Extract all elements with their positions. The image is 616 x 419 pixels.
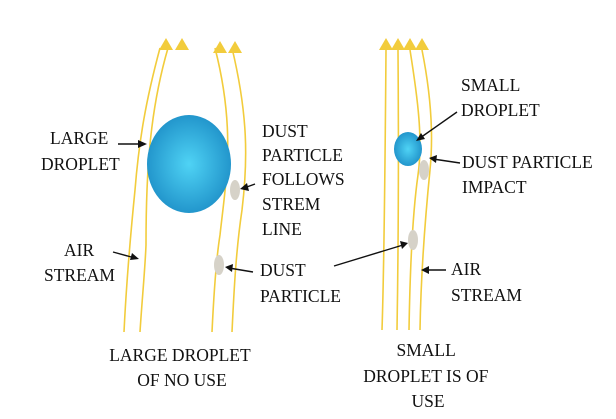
dust-particle-follow: [230, 180, 240, 200]
left-streamlines: [123, 47, 247, 333]
right-arrowheads: [379, 38, 429, 50]
small-droplet-label: SMALL DROPLET: [461, 75, 540, 120]
right-streamline-1: [381, 49, 387, 331]
dust-particle-pointer-head: [225, 264, 233, 272]
right-streamline-2: [396, 49, 400, 331]
right-arrowhead-4: [415, 38, 429, 50]
small-droplet: [394, 132, 422, 166]
right-arrowhead-3: [403, 38, 417, 50]
left-streamline-3: [211, 47, 229, 333]
large-droplet: [147, 115, 231, 213]
right-streamline-4: [419, 49, 433, 331]
dust-impact-label: DUST PARTICLE IMPACT: [462, 152, 597, 197]
dust-particle-cross-pointer-head: [400, 241, 408, 249]
dust-follows-label: DUST PARTICLE FOLLOWS STREM LINE: [262, 121, 349, 239]
dust-particle-left-label: DUST PARTICLE: [260, 260, 341, 306]
large-droplet-pointer-head: [138, 140, 147, 148]
small-droplet-pointer: [419, 111, 458, 139]
right-label-arrowheads: [400, 133, 437, 274]
air-stream-left-pointer-head: [130, 253, 139, 260]
right-label-arrows: [333, 111, 461, 271]
air-stream-right-pointer-head: [421, 266, 429, 274]
right-streamlines: [381, 49, 433, 331]
left-streamline-2: [139, 47, 169, 333]
large-droplet-label: LARGE DROPLET: [41, 128, 120, 174]
dust-particle-pointer: [228, 267, 254, 273]
dust-particle-lower-right: [408, 230, 418, 250]
air-stream-left-label: AIR STREAM: [44, 240, 115, 285]
left-label-arrowheads: [130, 140, 249, 272]
air-stream-right-label: AIR STREAM: [451, 259, 522, 305]
right-streamline-3: [408, 49, 421, 331]
left-arrowhead-4: [228, 41, 242, 53]
left-streamline-1: [123, 47, 161, 333]
left-arrowhead-3: [213, 41, 227, 53]
left-arrowhead-1: [159, 38, 173, 50]
dust-particle-lower-left: [214, 255, 224, 275]
small-droplet-pointer-head: [416, 133, 425, 141]
right-caption: SMALL DROPLET IS OF USE: [363, 340, 493, 411]
left-arrowhead-2: [175, 38, 189, 50]
right-arrowhead-2: [391, 38, 405, 50]
left-caption: LARGE DROPLET OF NO USE: [109, 345, 255, 390]
dust-particle-cross-pointer: [333, 244, 404, 267]
dust-follows-pointer-head: [240, 183, 249, 191]
dust-impact-pointer: [432, 158, 461, 164]
dust-impact-pointer-head: [429, 155, 437, 163]
left-streamline-4: [231, 47, 247, 333]
dust-particle-impact: [419, 160, 429, 180]
left-arrowheads: [159, 38, 242, 53]
right-arrowhead-1: [379, 38, 393, 50]
